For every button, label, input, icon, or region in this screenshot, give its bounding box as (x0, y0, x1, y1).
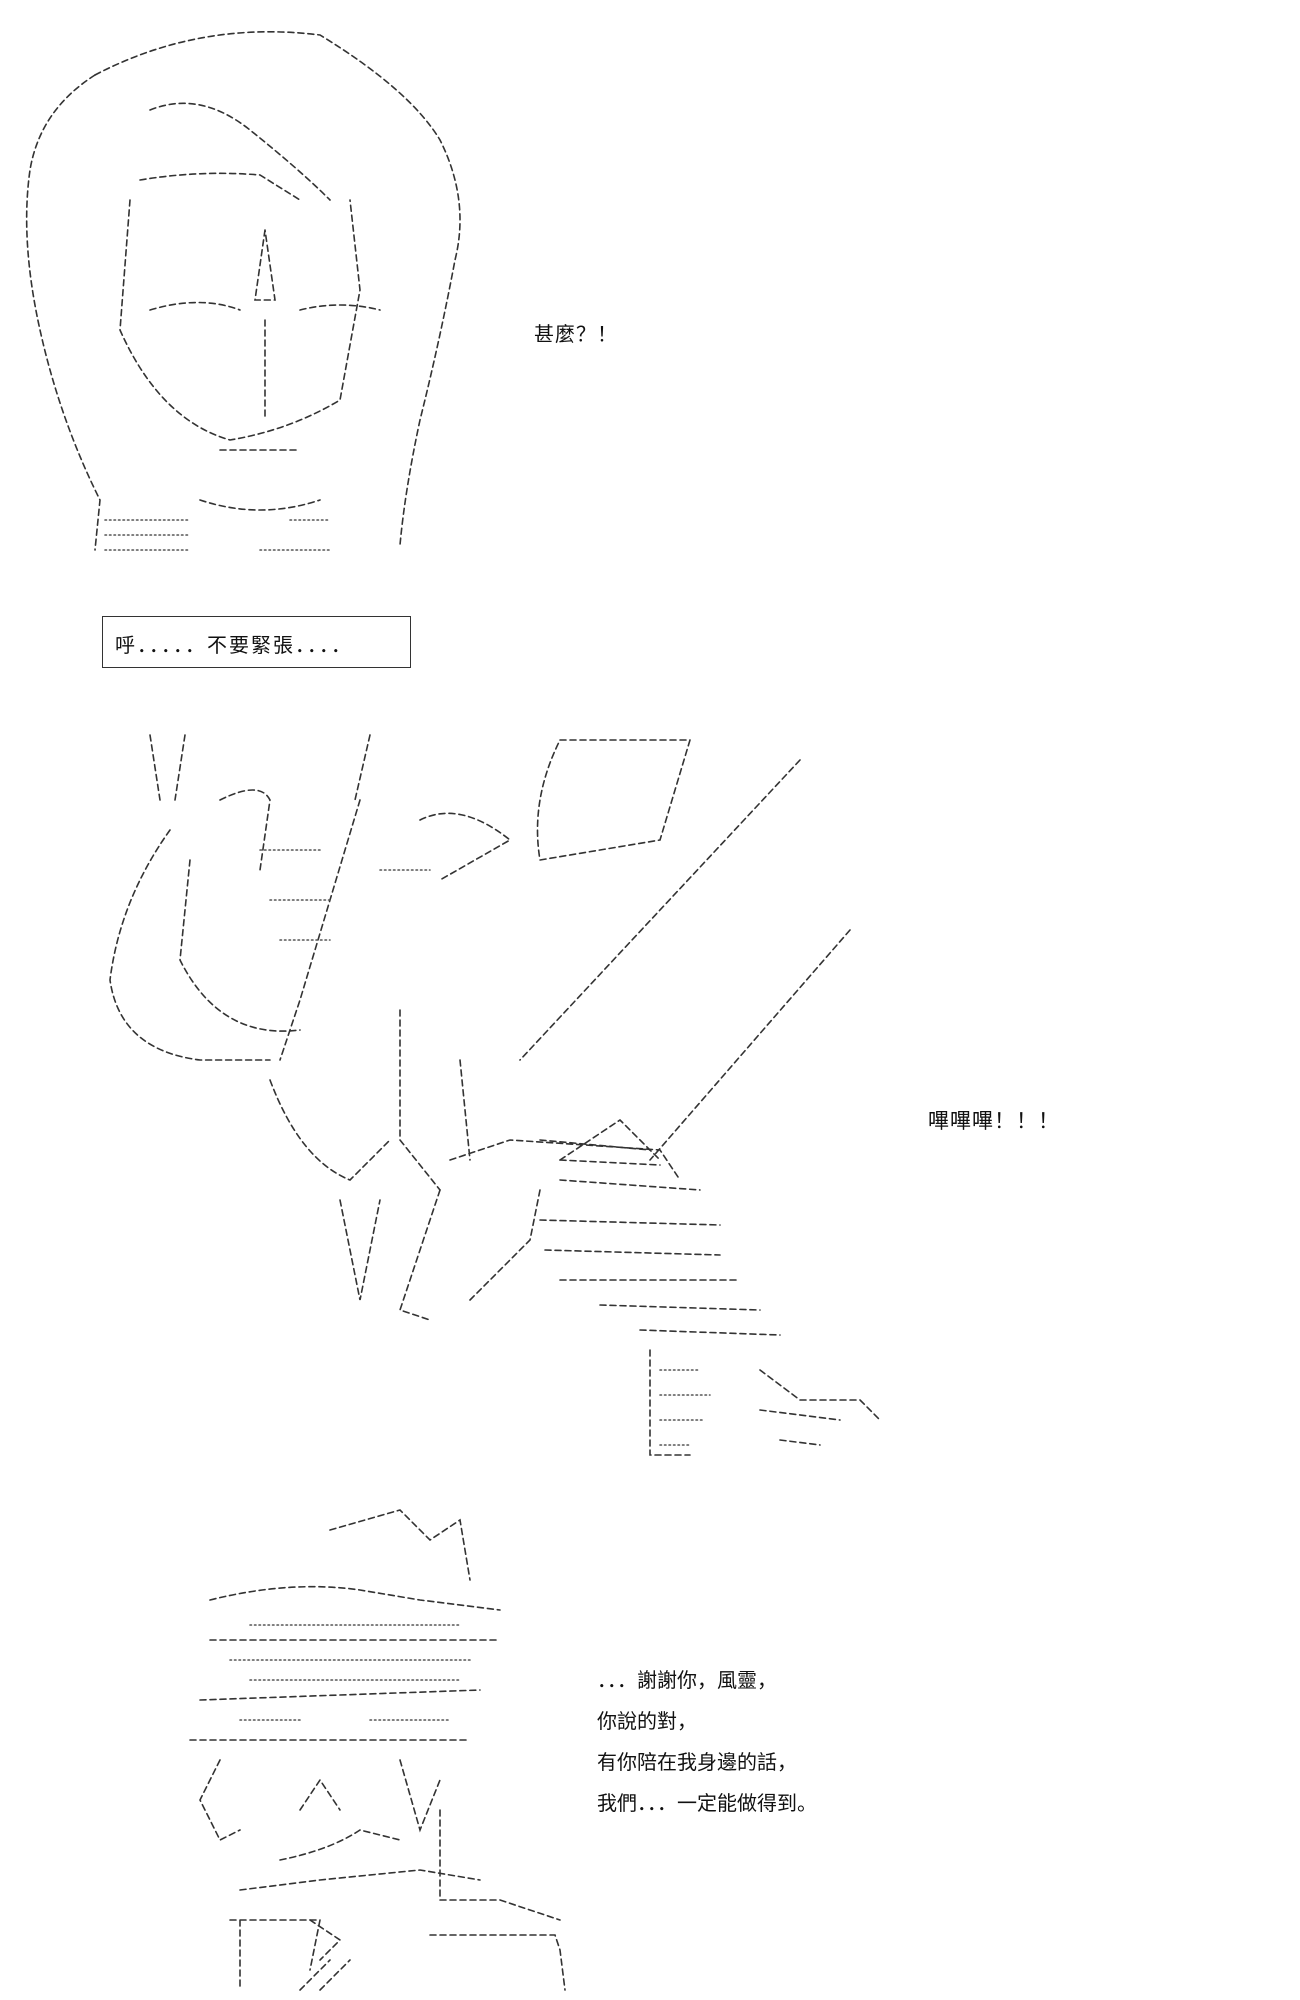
caption-box: 呼．．．．．不要緊張．．．． (102, 616, 411, 668)
dialogue-line: 有你陪在我身邊的話， (597, 1750, 797, 1774)
dialogue-line: 你說的對， (597, 1709, 697, 1733)
dialogue-what: 甚麼？！ (534, 322, 618, 346)
dialogue-line: 我們．．．一定能做得到。 (597, 1791, 817, 1815)
sound-effect-beep: 嗶嗶嗶！！！ (928, 1109, 1060, 1133)
caption-text: 呼．．．．．不要緊張．．．． (115, 633, 353, 657)
dialogue-line: ．．．謝謝你，風靈， (597, 1668, 777, 1692)
dialogue-block: ．．．謝謝你，風靈， 你說的對， 有你陪在我身邊的話， 我們．．．一定能做得到。 (597, 1660, 817, 1824)
